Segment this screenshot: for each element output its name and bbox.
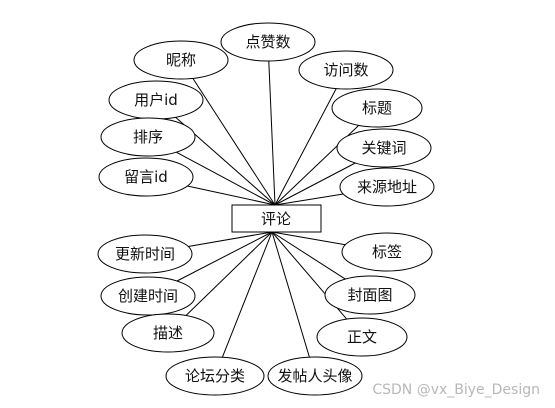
relationship-line bbox=[221, 231, 273, 358]
attribute-label: 描述 bbox=[153, 324, 183, 342]
attribute-node: 创建时间 bbox=[100, 276, 196, 316]
entity-label: 评论 bbox=[261, 210, 291, 228]
relationship-line bbox=[271, 231, 346, 280]
attribute-label: 标题 bbox=[362, 99, 392, 117]
attribute-label: 正文 bbox=[347, 328, 377, 346]
attribute-label: 点赞数 bbox=[245, 33, 290, 51]
relationship-line bbox=[192, 78, 276, 206]
attribute-node: 标签 bbox=[341, 232, 433, 272]
attribute-label: 标签 bbox=[372, 243, 402, 261]
watermark: CSDN @vx_Biye_Design bbox=[372, 382, 540, 398]
attribute-label: 用户id bbox=[134, 91, 178, 109]
attribute-ellipse bbox=[336, 128, 432, 168]
entity-node: 评论 bbox=[231, 204, 322, 233]
relationship-line bbox=[271, 231, 346, 246]
relationship-line bbox=[188, 231, 273, 247]
attribute-node: 更新时间 bbox=[97, 234, 193, 274]
attribute-node: 论坛分类 bbox=[165, 356, 265, 396]
attribute-ellipse bbox=[331, 88, 423, 128]
attribute-node: 昵称 bbox=[133, 40, 229, 80]
relationship-line bbox=[187, 185, 276, 206]
attribute-label: 访问数 bbox=[323, 61, 368, 79]
attribute-ellipse bbox=[165, 356, 265, 396]
attribute-ellipse bbox=[339, 167, 435, 207]
attribute-label: 关键词 bbox=[361, 139, 406, 157]
attribute-node: 访问数 bbox=[298, 50, 394, 90]
attribute-ellipse bbox=[100, 117, 196, 157]
relationship-line bbox=[274, 193, 344, 206]
relationship-line bbox=[274, 162, 356, 206]
attribute-ellipse bbox=[341, 232, 433, 272]
attribute-label: 留言id bbox=[124, 168, 168, 186]
attribute-ellipse bbox=[324, 275, 416, 315]
attribute-node: 关键词 bbox=[336, 128, 432, 168]
relationship-line bbox=[176, 151, 276, 206]
attribute-node: 来源地址 bbox=[339, 167, 435, 207]
attribute-node: 用户id bbox=[108, 80, 204, 120]
relationship-lines bbox=[175, 60, 360, 358]
attribute-node: 描述 bbox=[121, 313, 215, 353]
attribute-ellipse bbox=[267, 356, 363, 396]
attribute-ellipse bbox=[97, 234, 193, 274]
attribute-ellipse bbox=[316, 317, 408, 357]
relationship-line bbox=[185, 231, 273, 316]
attribute-node: 标题 bbox=[331, 88, 423, 128]
attribute-ellipse bbox=[298, 50, 394, 90]
attribute-node: 封面图 bbox=[324, 275, 416, 315]
attribute-label: 来源地址 bbox=[357, 178, 417, 196]
attribute-ellipse bbox=[98, 157, 194, 197]
attribute-ellipse bbox=[100, 276, 196, 316]
attribute-node: 正文 bbox=[316, 317, 408, 357]
attribute-label: 论坛分类 bbox=[185, 367, 245, 385]
attribute-node: 留言id bbox=[98, 157, 194, 197]
attribute-ellipse bbox=[121, 313, 215, 353]
relationship-line bbox=[176, 231, 273, 282]
attribute-label: 发帖人头像 bbox=[277, 367, 352, 385]
relationship-line bbox=[274, 88, 337, 206]
attribute-node: 排序 bbox=[100, 117, 196, 157]
attribute-label: 昵称 bbox=[166, 51, 196, 69]
attribute-label: 创建时间 bbox=[118, 287, 178, 305]
attribute-label: 更新时间 bbox=[115, 245, 175, 263]
relationship-line bbox=[268, 60, 276, 206]
attribute-ellipse bbox=[220, 22, 316, 62]
entity-box bbox=[231, 204, 322, 233]
attribute-node: 发帖人头像 bbox=[267, 356, 363, 396]
attribute-ellipse bbox=[133, 40, 229, 80]
attribute-node: 点赞数 bbox=[220, 22, 316, 62]
relationship-line bbox=[271, 231, 310, 358]
attribute-label: 排序 bbox=[133, 128, 163, 146]
attribute-label: 封面图 bbox=[347, 286, 392, 304]
